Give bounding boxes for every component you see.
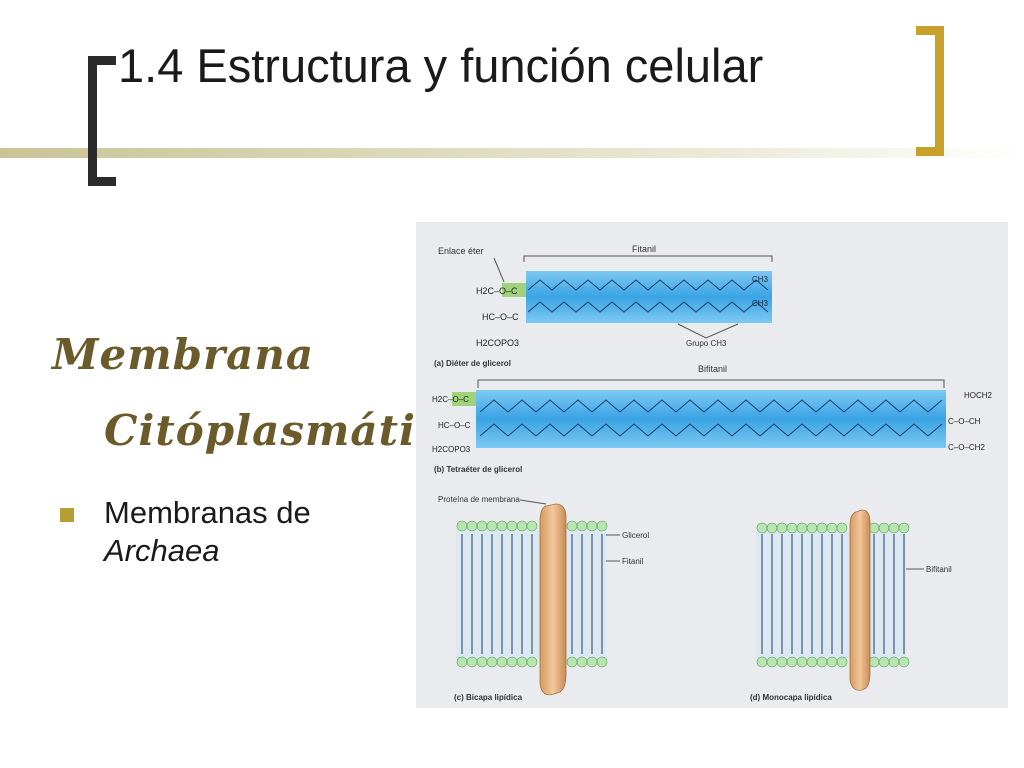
label-ch3-top: CH3: [752, 275, 769, 284]
label-fitanil: Fitanil: [632, 244, 656, 254]
label-glicerol: Glicerol: [622, 531, 649, 540]
left-bracket-top: [88, 56, 116, 65]
grupo-pointer: [677, 323, 739, 339]
bilayer-core: [456, 528, 606, 660]
label-b-hc-o-c: HC–O–C: [438, 421, 471, 430]
bilayer-heads: [456, 520, 608, 668]
monolayer-heads: [756, 522, 910, 668]
figure-svg: Enlace éter Fitanil CH3 CH3 H2C–O–C HC–O…: [432, 244, 993, 702]
caption-a: (a) Diéter de glicerol: [434, 359, 511, 368]
right-bracket: [935, 26, 944, 156]
bullet-text: Membranas de Archaea: [104, 494, 311, 570]
bullet-text-main: Membranas de: [104, 495, 311, 530]
label-fitanil-c: Fitanil: [622, 557, 644, 566]
right-bracket-top: [916, 26, 944, 35]
caption-c: (c) Bicapa lipídica: [454, 693, 523, 702]
chain-a-bottom: [527, 301, 769, 313]
caption-d: (d) Monocapa lipídica: [750, 693, 832, 702]
enlace-pointer: [493, 257, 505, 283]
label-c-o-ch: C–O–CH: [948, 417, 981, 426]
label-hoch2: HOCH2: [964, 391, 993, 400]
ether-highlight-b: [452, 392, 476, 406]
proteina-pointer: [519, 499, 547, 505]
chain-a-top: [527, 279, 769, 291]
label-c-o-ch2: C–O–CH2: [948, 443, 985, 452]
left-bracket: [88, 56, 97, 186]
label-proteina: Proteína de membrana: [438, 495, 520, 504]
script-heading-line1: Membrana: [52, 330, 315, 379]
label-enlace-eter: Enlace éter: [438, 246, 484, 256]
monolayer-diagram: [756, 509, 910, 691]
chain-b-bottom: [479, 423, 943, 437]
archaea-membrane-figure: Enlace éter Fitanil CH3 CH3 H2C–O–C HC–O…: [416, 222, 1008, 708]
membrane-protein-c: [539, 503, 567, 696]
fitanil-chain-box: [526, 271, 772, 323]
bilayer-tails: [461, 534, 603, 654]
header-rule: [0, 148, 1024, 158]
bifitanil-bracket: [477, 379, 945, 388]
label-grupo-ch3: Grupo CH3: [686, 339, 727, 348]
label-hc-o-c: HC–O–C: [482, 312, 519, 322]
label-h2c-o-c: H2C–O–C: [476, 286, 518, 296]
caption-b: (b) Tetraéter de glicerol: [434, 465, 522, 474]
label-bifitanil: Bifitanil: [698, 364, 727, 374]
membrane-protein-d: [849, 509, 871, 691]
slide-title: 1.4 Estructura y función celular: [118, 39, 764, 92]
monolayer-core: [756, 532, 906, 658]
label-bifitanil-d: Bifitanil: [926, 565, 952, 574]
bifitanil-chain-box: [476, 390, 946, 448]
monolayer-tails: [761, 534, 905, 654]
script-heading-line2: Citóplasmática: [104, 406, 471, 455]
right-bracket-bottom: [916, 147, 944, 156]
label-b-h2c-o-c: H2C–O–C: [432, 395, 469, 404]
label-b-h2copo3: H2COPO3: [432, 445, 471, 454]
ether-highlight-a: [502, 283, 526, 297]
label-ch3-bottom: CH3: [752, 299, 769, 308]
fitanil-bracket: [523, 255, 773, 262]
chain-b-top: [479, 399, 943, 413]
label-h2copo3: H2COPO3: [476, 338, 519, 348]
bullet-text-italic: Archaea: [104, 533, 220, 568]
left-bracket-bottom: [88, 177, 116, 186]
bullet-marker: [60, 508, 74, 522]
bilayer-diagram: [456, 503, 608, 696]
